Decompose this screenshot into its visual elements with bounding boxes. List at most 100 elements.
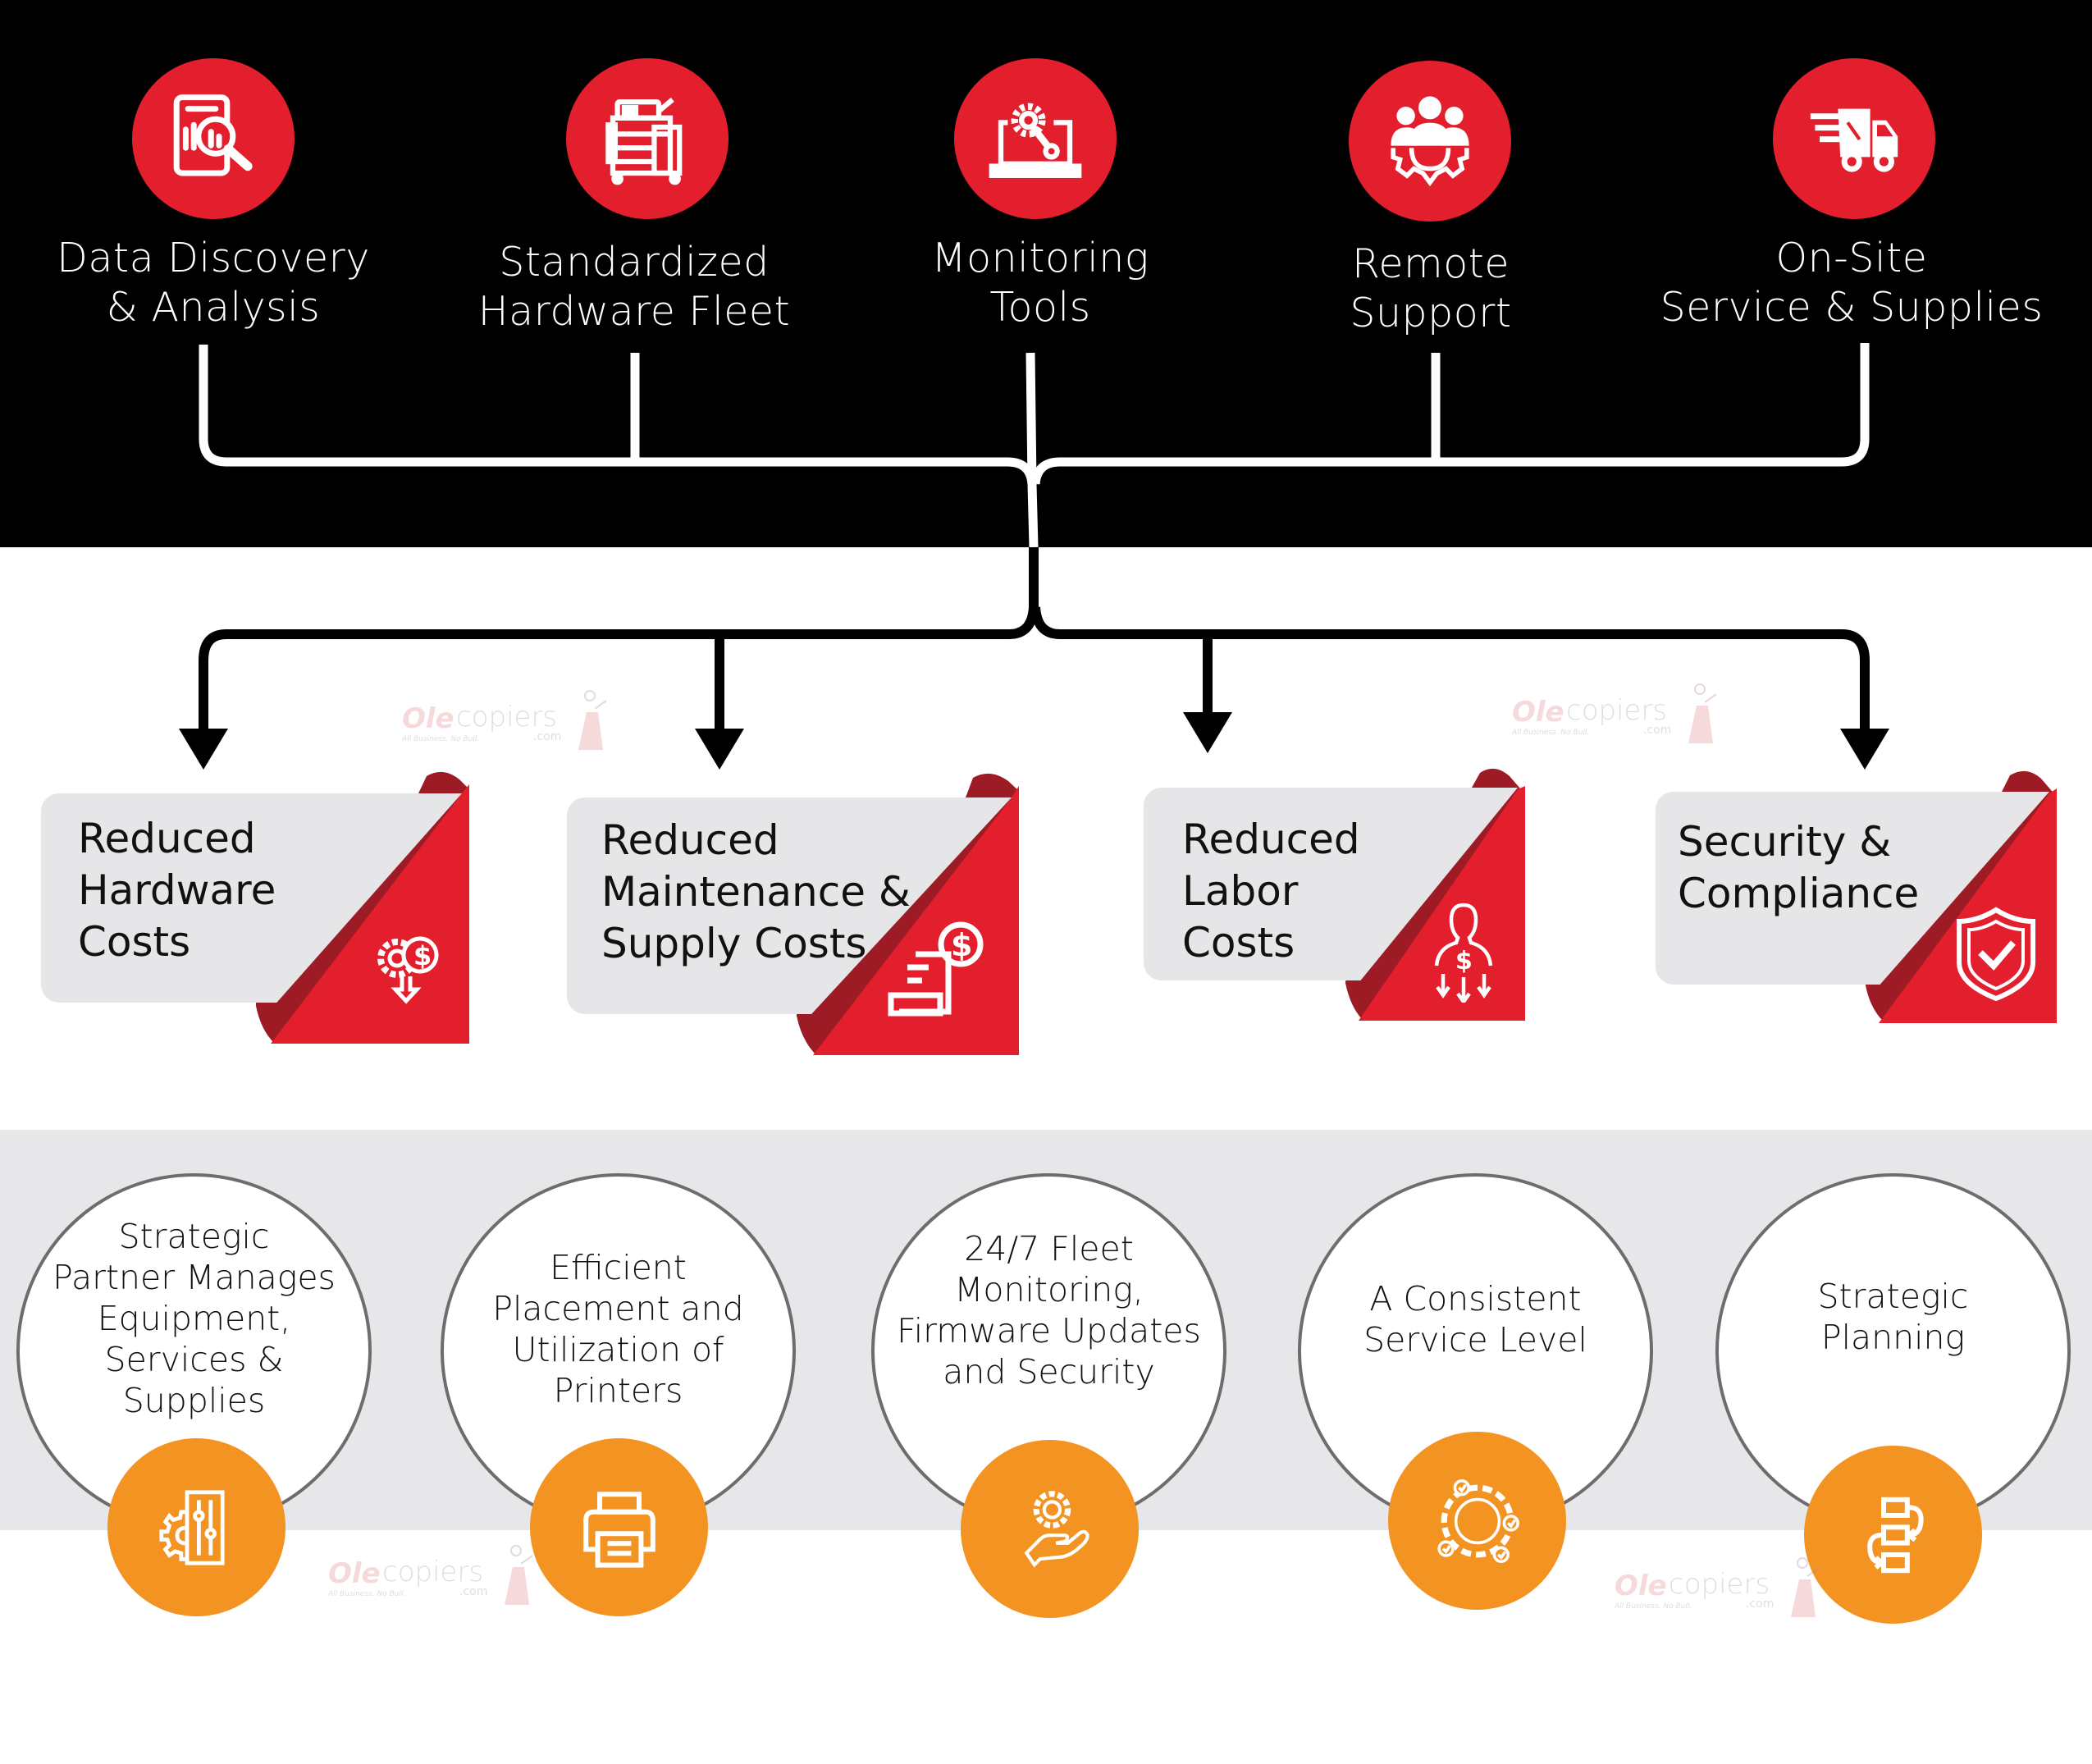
title-line: Labor [1182,867,1299,915]
source-label-monitoring-tools: Monitoring Tools [827,234,1254,332]
watermark-logo: Ole copiers .com All Business. No Bull. [1615,1555,1828,1620]
watermark-brand-light: copiers [1566,694,1668,727]
outcome-text-fleet-monitoring: 24/7 Fleet Monitoring, Firmware Updates … [871,1228,1226,1392]
team-gear-icon [1391,96,1469,187]
outcome-line: Firmware Updates [897,1311,1201,1350]
report-search-icon [173,94,253,176]
label-line: Tools [989,284,1091,331]
title-line: Security & [1678,818,1892,866]
title-line: Hardware [78,866,276,914]
label-line: On-Site [1775,235,1928,281]
remote-support-icon-circle [1349,61,1511,222]
outcome-line: Monitoring, [954,1270,1144,1309]
watermark-logo: Ole copiers .com All Business. No Bull. [328,1542,541,1608]
hardware-fleet-icon-circle [566,58,729,219]
title-line: Supply Costs [601,920,867,967]
title-line: Costs [1182,919,1295,967]
bracket-right [1030,606,1870,730]
outcome-text-strategic-partner: Strategic Partner Manages Equipment, Ser… [16,1216,372,1421]
label-line: Hardware Fleet [477,288,791,335]
hand-gear-icon [1023,1490,1089,1567]
watermark-logo: Ole copiers .com All Business. No Bull. [402,688,615,753]
arrowhead-4 [1840,729,1889,770]
shield-check-icon [1957,907,2035,1002]
label-line: Support [1350,290,1512,336]
outcome-line: Strategic [118,1217,270,1256]
benefit-card-security-compliance: Security & Compliance [1656,767,2057,1023]
label-line: & Analysis [106,284,321,331]
monitoring-tools-icon-circle [954,58,1117,219]
watermark-tagline: All Business. No Bull. [1615,1602,1692,1611]
benefit-title: Reduced Labor Costs [1182,814,1360,969]
outcome-line: Partner Manages [53,1258,336,1297]
data-discovery-icon-circle [132,58,295,219]
title-line: Compliance [1678,870,1920,917]
laptop-wrench-gear-icon [989,103,1082,178]
watermark-brand-bold: Ole [328,1557,381,1590]
gear-dollar-down-icon: $ [377,936,439,1004]
outcome-line: and Security [943,1352,1155,1392]
watermark-brand-light: copiers [456,701,558,733]
arrowhead-3 [1183,712,1232,753]
outcome-text-consistent-service: A Consistent Service Level [1298,1278,1653,1360]
copier-icon [605,97,683,185]
outcome-line: Service Level [1363,1320,1587,1360]
invoice-dollar-icon: $ [888,921,984,1017]
outcome-line: 24/7 Fleet [964,1229,1134,1268]
benefit-card-hardware-costs: Reduced Hardware Costs $ [41,768,469,1044]
gear-checkpoints-icon [1437,1478,1519,1563]
outcome-icon-circle-fleet-monitoring [961,1440,1139,1618]
outcome-line: Services & [104,1340,284,1379]
outcome-line: Equipment, [97,1299,291,1338]
benefit-card-maintenance-supply-costs: Reduced Maintenance & Supply Costs $ [567,770,1019,1055]
watermark-domain: .com [459,1585,488,1598]
outcome-icon-circle-strategic-planning [1804,1446,1982,1624]
watermark-domain: .com [1643,724,1672,737]
outcome-icon-circle-efficient-placement [530,1438,708,1616]
title-line: Maintenance & [601,868,911,916]
outcome-line: Supplies [122,1381,266,1420]
mascot-figure-icon [578,690,607,750]
svg-text:$: $ [413,940,432,971]
benefit-title: Reduced Hardware Costs [78,813,276,968]
benefit-card-labor-costs: Reduced Labor Costs $ [1144,765,1525,1021]
benefit-title: Reduced Maintenance & Supply Costs [601,815,911,970]
watermark-tagline: All Business. No Bull. [402,735,480,743]
person-dollar-down-icon: $ [1434,903,1493,1003]
source-label-remote-support: Remote Support [1217,240,1644,338]
outcome-line: Efficient [550,1248,687,1287]
outcome-text-efficient-placement: Efficient Placement and Utilization of P… [441,1247,796,1411]
bracket-left [199,606,1039,730]
outcome-line: Planning [1820,1318,1966,1357]
printer-icon [582,1491,655,1568]
svg-text:$: $ [951,927,972,963]
flowchart-icon [1866,1497,1924,1573]
benefit-title: Security & Compliance [1678,816,1919,920]
arrowhead-2 [695,729,744,770]
watermark-brand-bold: Ole [402,702,454,735]
mascot-figure-icon [505,1545,533,1605]
outcome-icon-circle-consistent-service [1388,1432,1566,1610]
mascot-figure-icon [1791,1557,1820,1617]
source-label-onsite-service: On-Site Service & Supplies [1638,234,2065,332]
outcome-icon-circle-strategic-partner [107,1438,285,1616]
outcome-line: A Consistent [1369,1279,1582,1318]
gear-sliders-icon [158,1489,225,1565]
label-line: Service & Supplies [1660,284,2044,331]
watermark-brand-light: copiers [382,1556,484,1588]
watermark-domain: .com [533,730,562,743]
source-label-hardware-fleet: Standardized Hardware Fleet [421,238,847,336]
title-line: Reduced [1182,816,1360,863]
title-line: Reduced [601,816,779,864]
label-line: Data Discovery [57,235,370,281]
watermark-brand-bold: Ole [1615,1570,1667,1602]
source-label-data-discovery: Data Discovery & Analysis [0,234,427,332]
svg-text:$: $ [1455,947,1473,976]
outcome-text-strategic-planning: Strategic Planning [1715,1276,2071,1358]
watermark-brand-bold: Ole [1512,696,1564,729]
watermark-logo: Ole copiers .com All Business. No Bull. [1512,681,1725,747]
outcome-line: Utilization of [512,1330,724,1369]
outcome-line: Placement and [492,1289,744,1328]
outcome-line: Strategic [1817,1277,1969,1316]
outcome-line: Printers [553,1371,683,1410]
